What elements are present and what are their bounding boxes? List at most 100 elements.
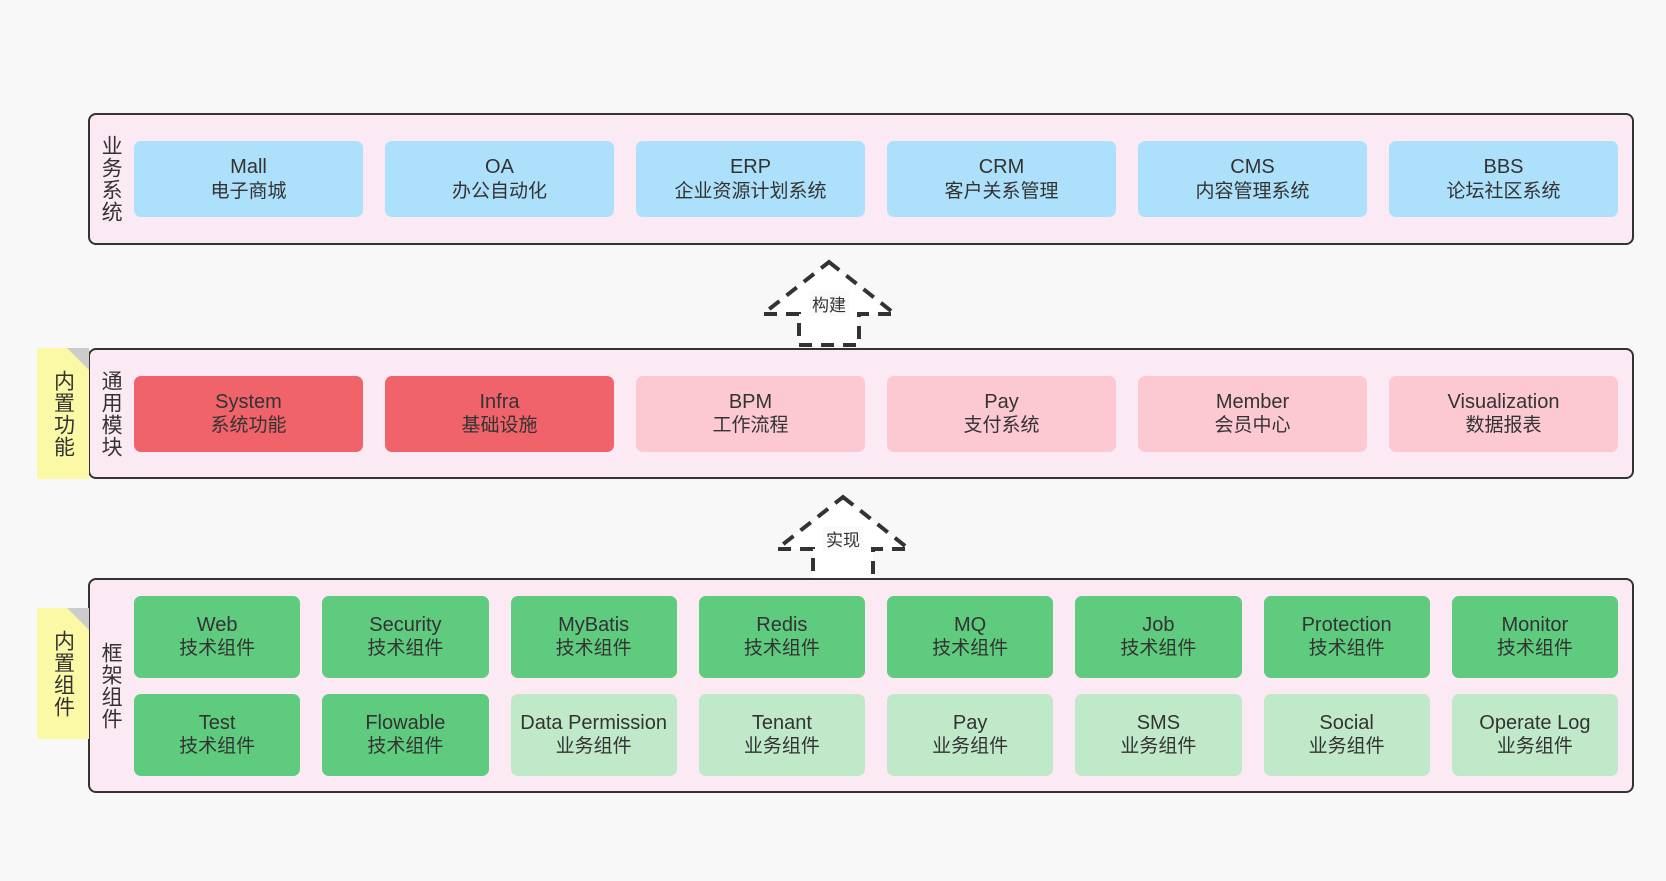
- card-title: BBS: [1483, 156, 1524, 179]
- card-title: Operate Log: [1479, 711, 1591, 734]
- card-title: System: [215, 390, 282, 413]
- card-job[interactable]: Job 技术组件: [1075, 595, 1242, 678]
- card-erp[interactable]: ERP 企业资源计划系统: [636, 141, 865, 217]
- card-subtitle: 技术组件: [1496, 638, 1573, 660]
- layer-label-framework: 框架组件: [99, 641, 123, 730]
- card-mybatis[interactable]: MyBatis 技术组件: [510, 595, 677, 678]
- layer-business-systems: 业务系统 Mall 电子商城 OA 办公自动化 ERP 企业资源计划系统 CRM…: [88, 113, 1634, 245]
- card-subtitle: 论坛社区系统: [1446, 180, 1561, 202]
- card-visualization[interactable]: Visualization 数据报表: [1389, 375, 1618, 452]
- card-subtitle: 电子商城: [210, 180, 287, 202]
- card-title: Protection: [1301, 613, 1392, 636]
- card-subtitle: 业务组件: [555, 736, 632, 758]
- card-oa[interactable]: OA 办公自动化: [385, 141, 614, 217]
- card-pay-component[interactable]: Pay 业务组件: [887, 693, 1054, 776]
- layer-label-business: 业务系统: [99, 135, 123, 223]
- card-web[interactable]: Web 技术组件: [134, 595, 301, 678]
- framework-card-row-biz: Test 技术组件 Flowable 技术组件 Data Permission …: [134, 693, 1618, 776]
- card-title: BPM: [728, 390, 773, 413]
- card-monitor[interactable]: Monitor 技术组件: [1451, 595, 1618, 678]
- framework-card-row-tech: Web 技术组件 Security 技术组件 MyBatis 技术组件 Redi…: [134, 595, 1618, 678]
- card-subtitle: 业务组件: [1496, 736, 1573, 758]
- card-title: Mall: [230, 156, 267, 179]
- layer-label-modules: 通用模块: [99, 369, 123, 458]
- modules-card-row: System 系统功能 Infra 基础设施 BPM 工作流程 Pay 支付系统…: [134, 375, 1618, 452]
- card-system[interactable]: System 系统功能: [134, 375, 363, 452]
- card-subtitle: 工作流程: [712, 415, 789, 437]
- card-subtitle: 技术组件: [743, 638, 820, 660]
- card-infra[interactable]: Infra 基础设施: [385, 375, 614, 452]
- card-mq[interactable]: MQ 技术组件: [887, 595, 1054, 678]
- card-subtitle: 技术组件: [555, 638, 632, 660]
- card-subtitle: 技术组件: [1120, 638, 1197, 660]
- card-subtitle: 业务组件: [1308, 736, 1385, 758]
- note-builtin-features: 内置功能: [37, 348, 89, 479]
- card-title: Tenant: [751, 711, 812, 734]
- business-cards-area: Mall 电子商城 OA 办公自动化 ERP 企业资源计划系统 CRM 客户关系…: [130, 115, 1632, 243]
- card-flowable[interactable]: Flowable 技术组件: [322, 693, 489, 776]
- card-test[interactable]: Test 技术组件: [134, 693, 301, 776]
- card-title: Social: [1319, 711, 1374, 734]
- card-title: Pay: [952, 711, 988, 734]
- note-builtin-components: 内置组件: [37, 608, 89, 739]
- card-cms[interactable]: CMS 内容管理系统: [1138, 141, 1367, 217]
- card-subtitle: 数据报表: [1465, 415, 1542, 437]
- card-subtitle: 技术组件: [367, 736, 444, 758]
- card-tenant[interactable]: Tenant 业务组件: [698, 693, 865, 776]
- card-title: Test: [198, 711, 236, 734]
- note-label: 内置功能: [51, 369, 75, 458]
- card-title: ERP: [729, 156, 772, 179]
- arrow-implement-label: 实现: [823, 526, 863, 551]
- card-title: Infra: [479, 390, 520, 413]
- card-subtitle: 企业资源计划系统: [674, 180, 827, 202]
- business-card-row: Mall 电子商城 OA 办公自动化 ERP 企业资源计划系统 CRM 客户关系…: [134, 141, 1618, 217]
- note-fold-corner-icon: [67, 608, 89, 630]
- card-data-permission[interactable]: Data Permission 业务组件: [510, 693, 677, 776]
- card-subtitle: 办公自动化: [451, 180, 547, 202]
- card-sms[interactable]: SMS 业务组件: [1075, 693, 1242, 776]
- card-subtitle: 客户关系管理: [944, 180, 1059, 202]
- card-title: Monitor: [1501, 613, 1569, 636]
- layer-common-modules: 通用模块 System 系统功能 Infra 基础设施 BPM 工作流程 Pay…: [88, 348, 1634, 479]
- card-title: Redis: [756, 613, 808, 636]
- card-operate-log[interactable]: Operate Log 业务组件: [1451, 693, 1618, 776]
- card-subtitle: 技术组件: [367, 638, 444, 660]
- card-subtitle: 基础设施: [461, 415, 538, 437]
- card-subtitle: 系统功能: [210, 415, 287, 437]
- card-member[interactable]: Member 会员中心: [1138, 375, 1367, 452]
- card-title: Job: [1142, 613, 1175, 636]
- card-subtitle: 支付系统: [963, 415, 1040, 437]
- note-label: 内置组件: [51, 629, 75, 718]
- card-subtitle: 业务组件: [932, 736, 1009, 758]
- card-title: Web: [196, 613, 238, 636]
- modules-cards-area: System 系统功能 Infra 基础设施 BPM 工作流程 Pay 支付系统…: [130, 350, 1632, 477]
- card-title: OA: [485, 156, 514, 179]
- card-title: CRM: [978, 156, 1025, 179]
- card-title: Member: [1215, 390, 1290, 413]
- card-security[interactable]: Security 技术组件: [322, 595, 489, 678]
- card-subtitle: 技术组件: [1308, 638, 1385, 660]
- arrow-build-label: 构建: [809, 291, 849, 316]
- card-subtitle: 业务组件: [743, 736, 820, 758]
- card-title: Flowable: [365, 711, 446, 734]
- card-pay-module[interactable]: Pay 支付系统: [887, 375, 1116, 452]
- card-protection[interactable]: Protection 技术组件: [1263, 595, 1430, 678]
- card-mall[interactable]: Mall 电子商城: [134, 141, 363, 217]
- card-bpm[interactable]: BPM 工作流程: [636, 375, 865, 452]
- card-title: SMS: [1136, 711, 1181, 734]
- layer-framework-components: 框架组件 Web 技术组件 Security 技术组件 MyBatis 技术组件…: [88, 578, 1634, 793]
- card-title: CMS: [1230, 156, 1275, 179]
- card-bbs[interactable]: BBS 论坛社区系统: [1389, 141, 1618, 217]
- card-crm[interactable]: CRM 客户关系管理: [887, 141, 1116, 217]
- card-title: Data Permission: [520, 711, 667, 734]
- card-subtitle: 技术组件: [179, 638, 256, 660]
- card-subtitle: 会员中心: [1214, 415, 1291, 437]
- card-subtitle: 内容管理系统: [1195, 180, 1310, 202]
- card-title: MyBatis: [558, 613, 630, 636]
- card-title: Security: [369, 613, 442, 636]
- card-social[interactable]: Social 业务组件: [1263, 693, 1430, 776]
- card-redis[interactable]: Redis 技术组件: [698, 595, 865, 678]
- arrow-implement: 实现: [771, 493, 915, 583]
- card-title: MQ: [954, 613, 987, 636]
- card-subtitle: 业务组件: [1120, 736, 1197, 758]
